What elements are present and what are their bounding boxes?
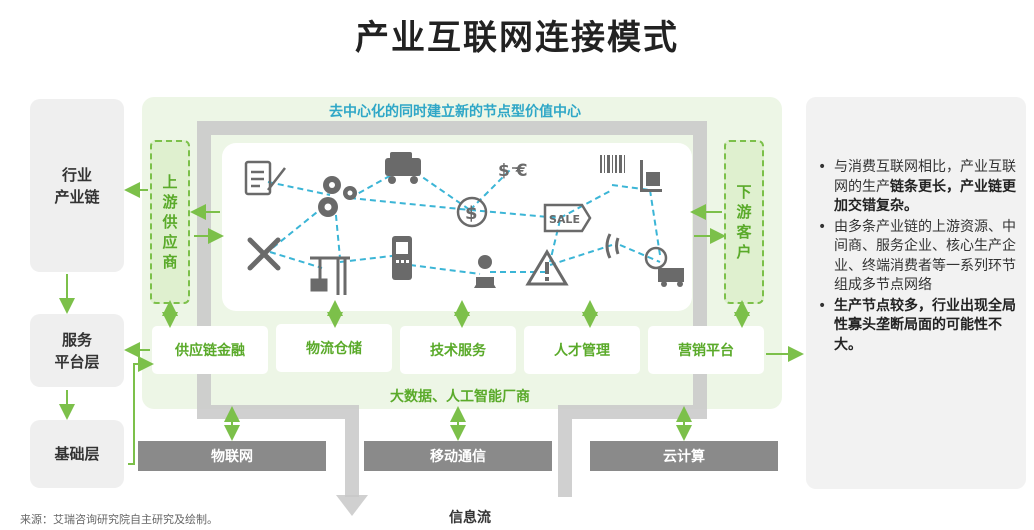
top-caption: 去中心化的同时建立新的节点型价值中心	[329, 104, 581, 120]
sale-tag-text: SALE	[549, 213, 580, 226]
gears-icon	[318, 176, 357, 217]
currency-exchange-icon: $ €	[498, 161, 528, 181]
downstream-customers-box: 下 游 客 户	[724, 140, 764, 304]
note-plain: 与消费互联网相比，产业互联网的生产	[834, 159, 1016, 195]
infra-cloud-computing: 云计算	[590, 441, 778, 471]
sale-tag-icon: SALE	[543, 203, 592, 233]
page-title: 产业互联网连接模式	[355, 18, 679, 58]
note-item: • 生产节点较多，行业出现全局性寡头垄断局面的可能性不大。	[818, 297, 1016, 353]
delivery-van-icon	[644, 246, 684, 287]
notepad-icon	[244, 160, 286, 196]
infra-label: 物联网	[211, 449, 253, 465]
telephone-ringing-icon	[605, 233, 620, 259]
service-label: 营销平台	[678, 343, 734, 359]
service-technical: 技术服务	[400, 326, 516, 374]
note-plain: 由多条产业链的上游资源、中间商、服务企业、核心生产企业、终端消费者等一系列环节组…	[834, 218, 1016, 294]
infra-label: 云计算	[663, 449, 705, 465]
notes-list: • 与消费互联网相比，产业互联网的生产链条更长，产业链更加交错复杂。 • 由多条…	[818, 158, 1018, 356]
infra-iot: 物联网	[138, 441, 326, 471]
base-layer-box: 基础层	[30, 420, 124, 488]
currency-exchange-text: $ €	[498, 161, 528, 181]
industry-chain-box: 行业 产业链	[30, 99, 124, 272]
worker-icon	[474, 255, 496, 288]
service-label: 供应链金融	[175, 343, 245, 359]
warning-icon	[525, 249, 569, 286]
note-item: • 由多条产业链的上游资源、中间商、服务企业、核心生产企业、终端消费者等一系列环…	[818, 218, 1016, 294]
service-logistics-warehousing: 物流仓储	[276, 324, 392, 372]
barcode-icon	[600, 155, 625, 173]
service-supply-chain-finance: 供应链金融	[152, 326, 268, 374]
service-label: 人才管理	[554, 343, 610, 359]
downstream-customers-label: 下 游 客 户	[736, 183, 752, 261]
note-bold: 链条更长，产业链更加交错复杂。	[834, 178, 1016, 215]
bigdata-ai-vendors: 大数据、人工智能厂商	[390, 389, 530, 405]
infra-label: 移动通信	[430, 449, 486, 465]
note-item: • 与消费互联网相比，产业互联网的生产链条更长，产业链更加交错复杂。	[818, 159, 1016, 215]
dollar-coin-icon: $	[456, 196, 488, 228]
tools-icon	[247, 237, 281, 271]
service-platform-box: 服务 平台层	[30, 314, 124, 387]
base-layer-label: 基础层	[54, 445, 100, 463]
dollar-coin-text: $	[465, 203, 478, 224]
service-label: 物流仓储	[306, 341, 362, 357]
upstream-suppliers-label: 上 游 供 应 商	[162, 173, 178, 271]
node-network-panel	[222, 143, 692, 311]
note-bold: 生产节点较多，行业出现全局性寡头垄断局面的可能性不大。	[834, 297, 1016, 353]
service-talent-management: 人才管理	[524, 326, 640, 374]
phone-icon	[392, 236, 412, 280]
hand-truck-icon	[640, 160, 662, 192]
info-flow-label: 信息流	[449, 510, 491, 526]
service-label: 技术服务	[430, 343, 486, 359]
connector-arrows	[59, 182, 804, 465]
upstream-suppliers-box: 上 游 供 应 商	[150, 140, 190, 304]
source-note: 来源：艾瑞咨询研究院自主研究及绘制。	[20, 513, 218, 526]
crane-icon	[310, 256, 350, 295]
industry-chain-label: 行业 产业链	[54, 165, 100, 206]
infra-mobile-communication: 移动通信	[364, 441, 552, 471]
service-platform-label: 服务 平台层	[54, 330, 100, 371]
service-marketing-platform: 营销平台	[648, 326, 764, 374]
notes-panel	[806, 97, 1026, 489]
truck-icon	[385, 152, 421, 184]
